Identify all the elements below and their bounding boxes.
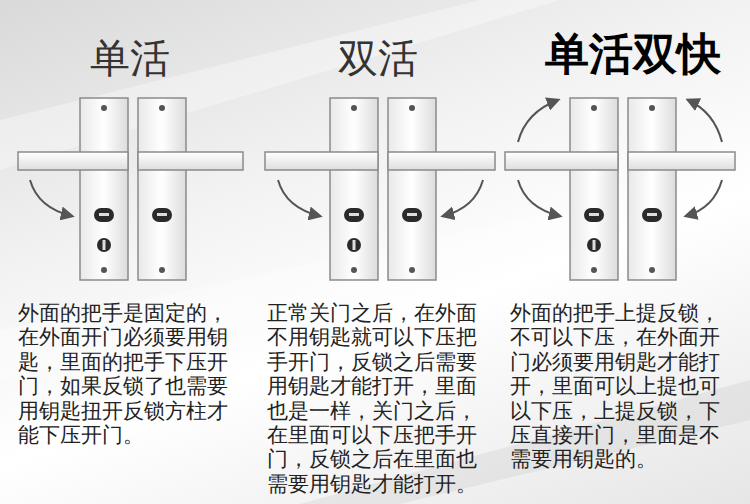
key-slot: [353, 240, 356, 250]
key-slot: [593, 240, 596, 250]
description-text: 正常关门之后，在外面 不用钥匙就可以下压把 手开门，反锁之后需要 用钥匙才能打开…: [267, 301, 479, 496]
turn-arrow: [688, 100, 722, 142]
lock-slot-mark: [349, 213, 359, 216]
door-handle: [505, 152, 618, 170]
key-cylinder: [97, 238, 111, 252]
turn-arrow: [518, 180, 560, 216]
lock-slot: [584, 208, 604, 222]
key-cylinder: [347, 238, 361, 252]
lock-slot: [402, 208, 422, 222]
door-handle: [18, 152, 128, 170]
lock-slot: [344, 208, 364, 222]
description-text: 外面的把手是固定的， 在外面开门必须要用钥 匙，里面的把手下压开 门，如果反锁了…: [18, 301, 230, 447]
lock-plate: [628, 98, 676, 280]
lock-slot: [152, 208, 172, 222]
screw-hole: [409, 105, 415, 111]
turn-arrow: [278, 180, 320, 216]
door-handle: [265, 152, 378, 170]
lock-plate: [570, 98, 618, 280]
screw-hole: [351, 267, 357, 273]
screw-hole: [649, 267, 655, 273]
lock-slot: [94, 208, 114, 222]
screw-hole: [409, 267, 415, 273]
door-handle: [388, 152, 495, 170]
screw-hole: [591, 267, 597, 273]
lock-plate: [80, 98, 128, 280]
turn-arrow: [518, 100, 558, 142]
column-heading: 单活双快: [518, 30, 748, 78]
lock-slot-mark: [407, 213, 417, 216]
turn-arrow: [443, 180, 483, 216]
key-slot: [103, 240, 106, 250]
screw-hole: [649, 105, 655, 111]
lock-slot-mark: [647, 213, 657, 216]
column-heading: 单活: [30, 34, 230, 82]
column-heading: 双活: [278, 34, 478, 82]
turn-arrow: [686, 180, 722, 216]
lock-plate: [138, 98, 186, 280]
key-cylinder: [587, 238, 601, 252]
screw-hole: [159, 267, 165, 273]
lock-slot-mark: [99, 213, 109, 216]
lock-slot: [642, 208, 662, 222]
screw-hole: [351, 105, 357, 111]
lock-plate: [388, 98, 436, 280]
door-handle: [628, 152, 735, 170]
turn-arrow: [30, 180, 72, 216]
lock-slot-mark: [589, 213, 599, 216]
screw-hole: [159, 105, 165, 111]
description-text: 外面的把手上提反锁， 不可以下压，在外面开 门必须要用钥匙才能打 开，里面可以上…: [510, 301, 722, 472]
door-handle: [138, 152, 243, 170]
screw-hole: [101, 267, 107, 273]
screw-hole: [101, 105, 107, 111]
screw-hole: [591, 105, 597, 111]
lock-plate: [330, 98, 378, 280]
lock-slot-mark: [157, 213, 167, 216]
